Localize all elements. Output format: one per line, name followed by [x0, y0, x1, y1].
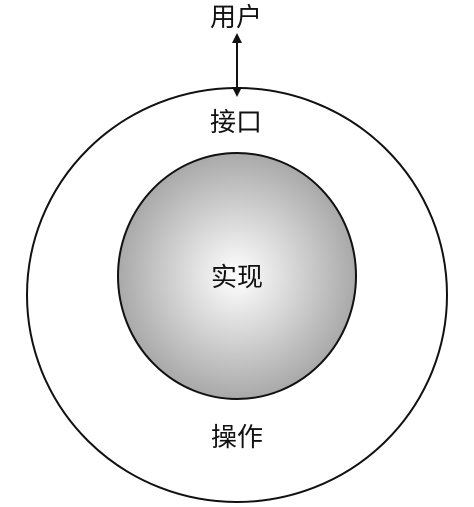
implementation-label: 实现: [211, 263, 263, 293]
user-label: 用户: [210, 3, 262, 33]
operation-label: 操作: [211, 423, 263, 453]
interface-label: 接口: [210, 108, 262, 138]
inner-circle-implementation-core: [117, 152, 357, 400]
